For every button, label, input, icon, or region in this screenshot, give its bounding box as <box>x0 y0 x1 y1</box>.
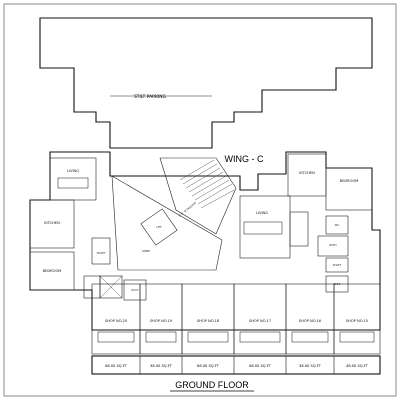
bedroom-right-room <box>325 167 373 211</box>
shaft-right <box>325 257 349 273</box>
living-right-label: LIVING <box>256 211 268 215</box>
shop-dim-box <box>97 331 135 343</box>
bedroom-left-label: BEDROOM <box>43 269 62 273</box>
passage-label: 3'-6" W PASSAGE <box>178 200 198 218</box>
floor-title: GROUND FLOOR <box>175 380 249 390</box>
duct-room <box>123 279 147 301</box>
duct-label: DUCT <box>131 288 139 292</box>
shop-area: 38.00 SQ.FT <box>150 364 173 368</box>
shop-unit <box>333 283 381 355</box>
kitchen-left-label: KITCHEN <box>44 221 60 225</box>
kitchen-right-label: KITCHEN <box>299 171 315 175</box>
shop-label: SHOP NO.15 <box>346 319 368 323</box>
lobby-label: LOBBY <box>142 249 151 253</box>
wc-label: WC <box>335 223 340 227</box>
wc-room <box>325 215 349 235</box>
shaft-label: SHAFT <box>333 263 342 267</box>
shop-area: 68.00 SQ.FT <box>197 364 220 368</box>
bedroom-left-room <box>29 251 75 291</box>
shop-dim-box <box>291 331 329 343</box>
shop-area: 38.00 SQ.FT <box>299 364 322 368</box>
shop-dim-box <box>339 331 375 343</box>
shop-label: SHOP NO.17 <box>249 319 271 323</box>
staircase-outline <box>159 157 237 235</box>
bedroom-right-label: BEDROOM <box>340 179 359 183</box>
area-values: 48.00 SQ.FT 38.00 SQ.FT 68.00 SQ.FT 48.00 S… <box>91 356 369 374</box>
shop-label: SHOP NO.20 <box>105 319 128 323</box>
passage-right <box>289 211 309 247</box>
shop-area: 48.00 SQ.FT <box>346 364 369 368</box>
passage-zone <box>111 175 223 271</box>
shop-dim-box <box>187 331 229 343</box>
bath-room <box>317 235 349 257</box>
shop-area: 48.00 SQ.FT <box>249 364 272 368</box>
living-left-dim-box <box>57 177 89 189</box>
stair-treads <box>179 159 235 209</box>
lift-shaft-box <box>99 275 123 299</box>
living-right-dim-box <box>243 221 283 235</box>
lift-label: LIFT <box>156 225 162 229</box>
drawing-frame <box>3 3 397 397</box>
kitchen-left-room <box>29 199 75 249</box>
lift-box <box>140 208 178 246</box>
shop-label: SHOP NO.16 <box>299 319 322 323</box>
shop-label: SHOP NO.18 <box>197 319 220 323</box>
bath-label: BATH <box>330 243 337 247</box>
area-strip <box>91 355 381 375</box>
lift-cross-2 <box>99 275 123 299</box>
stilt-parking-label: STILT PARKING <box>134 94 167 100</box>
stilt-parking-outline <box>39 17 373 149</box>
living-left-label: LIVING <box>67 169 79 173</box>
toilet-left-label: TOILET <box>96 251 105 255</box>
wing-label: WING - C <box>225 154 264 164</box>
shop-dim-box <box>239 331 281 343</box>
shops-row: SHOP NO.20 SHOP NO.19 SHOP NO.18 SHOP NO.17… <box>91 283 381 355</box>
kitchen-right-room <box>287 153 327 197</box>
shop-area: 48.00 SQ.FT <box>105 364 128 368</box>
toilet-left-room <box>91 237 111 265</box>
shop-label: SHOP NO.19 <box>150 319 173 323</box>
shop-dim-box <box>145 331 177 343</box>
